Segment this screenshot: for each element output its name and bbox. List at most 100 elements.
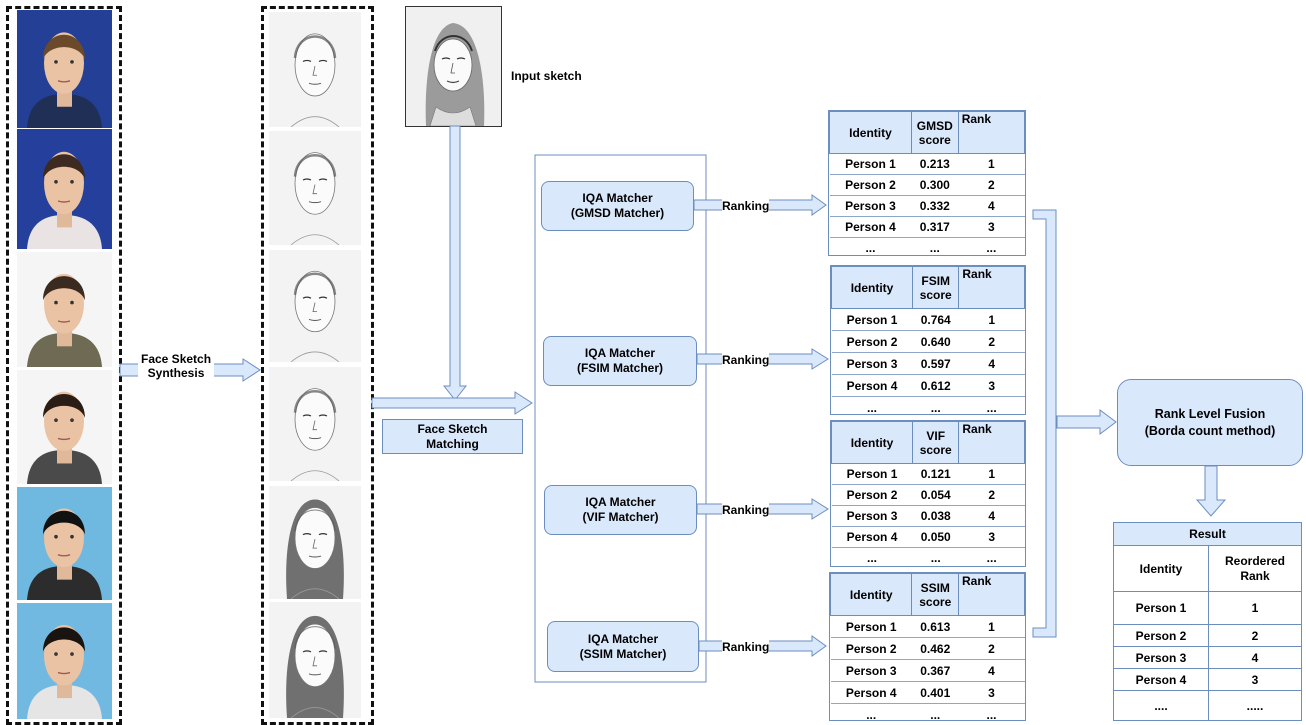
synthesis-label: Face Sketch Synthesis	[138, 351, 215, 381]
table-cell: 0.038	[912, 505, 959, 527]
table-cell: 0.597	[912, 352, 959, 375]
header-score: SSIM score	[911, 573, 960, 616]
table-cell: Person 1	[830, 615, 912, 638]
ranking-label-gmsd: Ranking	[722, 199, 770, 213]
result-header-identity: Identity	[1113, 545, 1209, 592]
face-photo	[17, 487, 112, 600]
ssim-matcher-box: IQA Matcher (SSIM Matcher)	[547, 621, 699, 672]
table-cell: Person 4	[831, 374, 913, 397]
table-cell: 0.367	[911, 659, 959, 682]
table-cell: Person 3	[829, 195, 912, 217]
table-cell: 0.612	[912, 374, 959, 397]
ranking-label-ssim: Ranking	[722, 640, 770, 654]
synthesized-sketch	[269, 602, 361, 718]
table-cell: 3	[958, 681, 1025, 704]
table-cell: 3	[958, 526, 1025, 548]
result-cell: Person 2	[1113, 624, 1209, 647]
table-cell: 0.764	[912, 308, 959, 331]
table-cell: 4	[958, 505, 1025, 527]
result-cell: 3	[1208, 668, 1302, 691]
header-rank: Rank	[958, 421, 1025, 464]
table-cell: 2	[958, 174, 1025, 196]
header-score: VIF score	[912, 421, 960, 464]
fusion-down-arrow	[1195, 465, 1227, 517]
result-title: Result	[1113, 522, 1302, 546]
table-cell: 1	[958, 463, 1025, 485]
table-cell: Person 1	[831, 308, 913, 331]
header-score: GMSD score	[910, 111, 959, 154]
table-cell: 1	[958, 153, 1025, 175]
table-row: .........	[832, 548, 1025, 569]
fusion-bracket	[1032, 209, 1057, 638]
result-cell: 4	[1208, 646, 1302, 669]
table-cell: Person 3	[831, 352, 913, 375]
synthesized-sketch	[269, 131, 361, 245]
table-row: .........	[832, 397, 1025, 419]
table-cell: Person 4	[831, 526, 913, 548]
table-cell: ...	[986, 551, 997, 565]
table-cell: 0.332	[911, 195, 959, 217]
header-score: FSIM score	[912, 266, 960, 309]
result-cell: 2	[1208, 624, 1302, 647]
table-cell: 3	[958, 216, 1025, 238]
header-rank: Rank	[958, 266, 1025, 309]
table-cell: ...	[929, 241, 940, 255]
face-photo	[17, 10, 112, 128]
table-cell: 4	[958, 659, 1025, 682]
synthesized-sketch	[269, 250, 361, 362]
table-cell: ...	[930, 551, 941, 565]
face-photo	[17, 252, 112, 367]
table-cell: 1	[958, 308, 1025, 331]
table-cell: 2	[958, 330, 1025, 353]
table-cell: 2	[958, 484, 1025, 506]
table-cell: 3	[958, 374, 1025, 397]
table-cell: ...	[930, 707, 941, 722]
table-cell: 4	[958, 195, 1025, 217]
table-cell: Person 3	[831, 505, 913, 527]
synthesized-sketch	[269, 367, 361, 481]
sketch-column	[261, 6, 374, 725]
result-cell: ....	[1113, 690, 1209, 721]
table-cell: Person 2	[829, 174, 912, 196]
table-cell: Person 4	[830, 681, 912, 704]
synthesized-sketch	[269, 486, 361, 599]
synthesized-sketch	[269, 12, 361, 127]
table-cell: Person 2	[831, 330, 913, 353]
header-identity: Identity	[830, 421, 914, 464]
table-cell: Person 3	[830, 659, 912, 682]
table-cell: ...	[867, 551, 878, 565]
table-cell: ...	[930, 400, 941, 415]
table-cell: 2	[958, 637, 1025, 660]
table-row: .........	[831, 704, 1025, 725]
vif-matcher-box: IQA Matcher (VIF Matcher)	[544, 485, 697, 535]
to-fusion-arrow	[1056, 409, 1117, 435]
input-down-arrow	[442, 125, 468, 401]
table-cell: 0.462	[911, 637, 959, 660]
table-cell: 0.050	[912, 526, 959, 548]
result-cell: Person 3	[1113, 646, 1209, 669]
ranking-arrows	[693, 194, 829, 657]
rank-level-fusion-box: Rank Level Fusion (Borda count method)	[1117, 379, 1303, 466]
gmsd-matcher-box: IQA Matcher (GMSD Matcher)	[541, 181, 694, 231]
table-cell: ...	[867, 400, 878, 415]
table-cell: ...	[865, 241, 876, 255]
face-sketch-matching-box: Face Sketch Matching	[382, 419, 523, 454]
result-row: .........	[1113, 690, 1302, 721]
